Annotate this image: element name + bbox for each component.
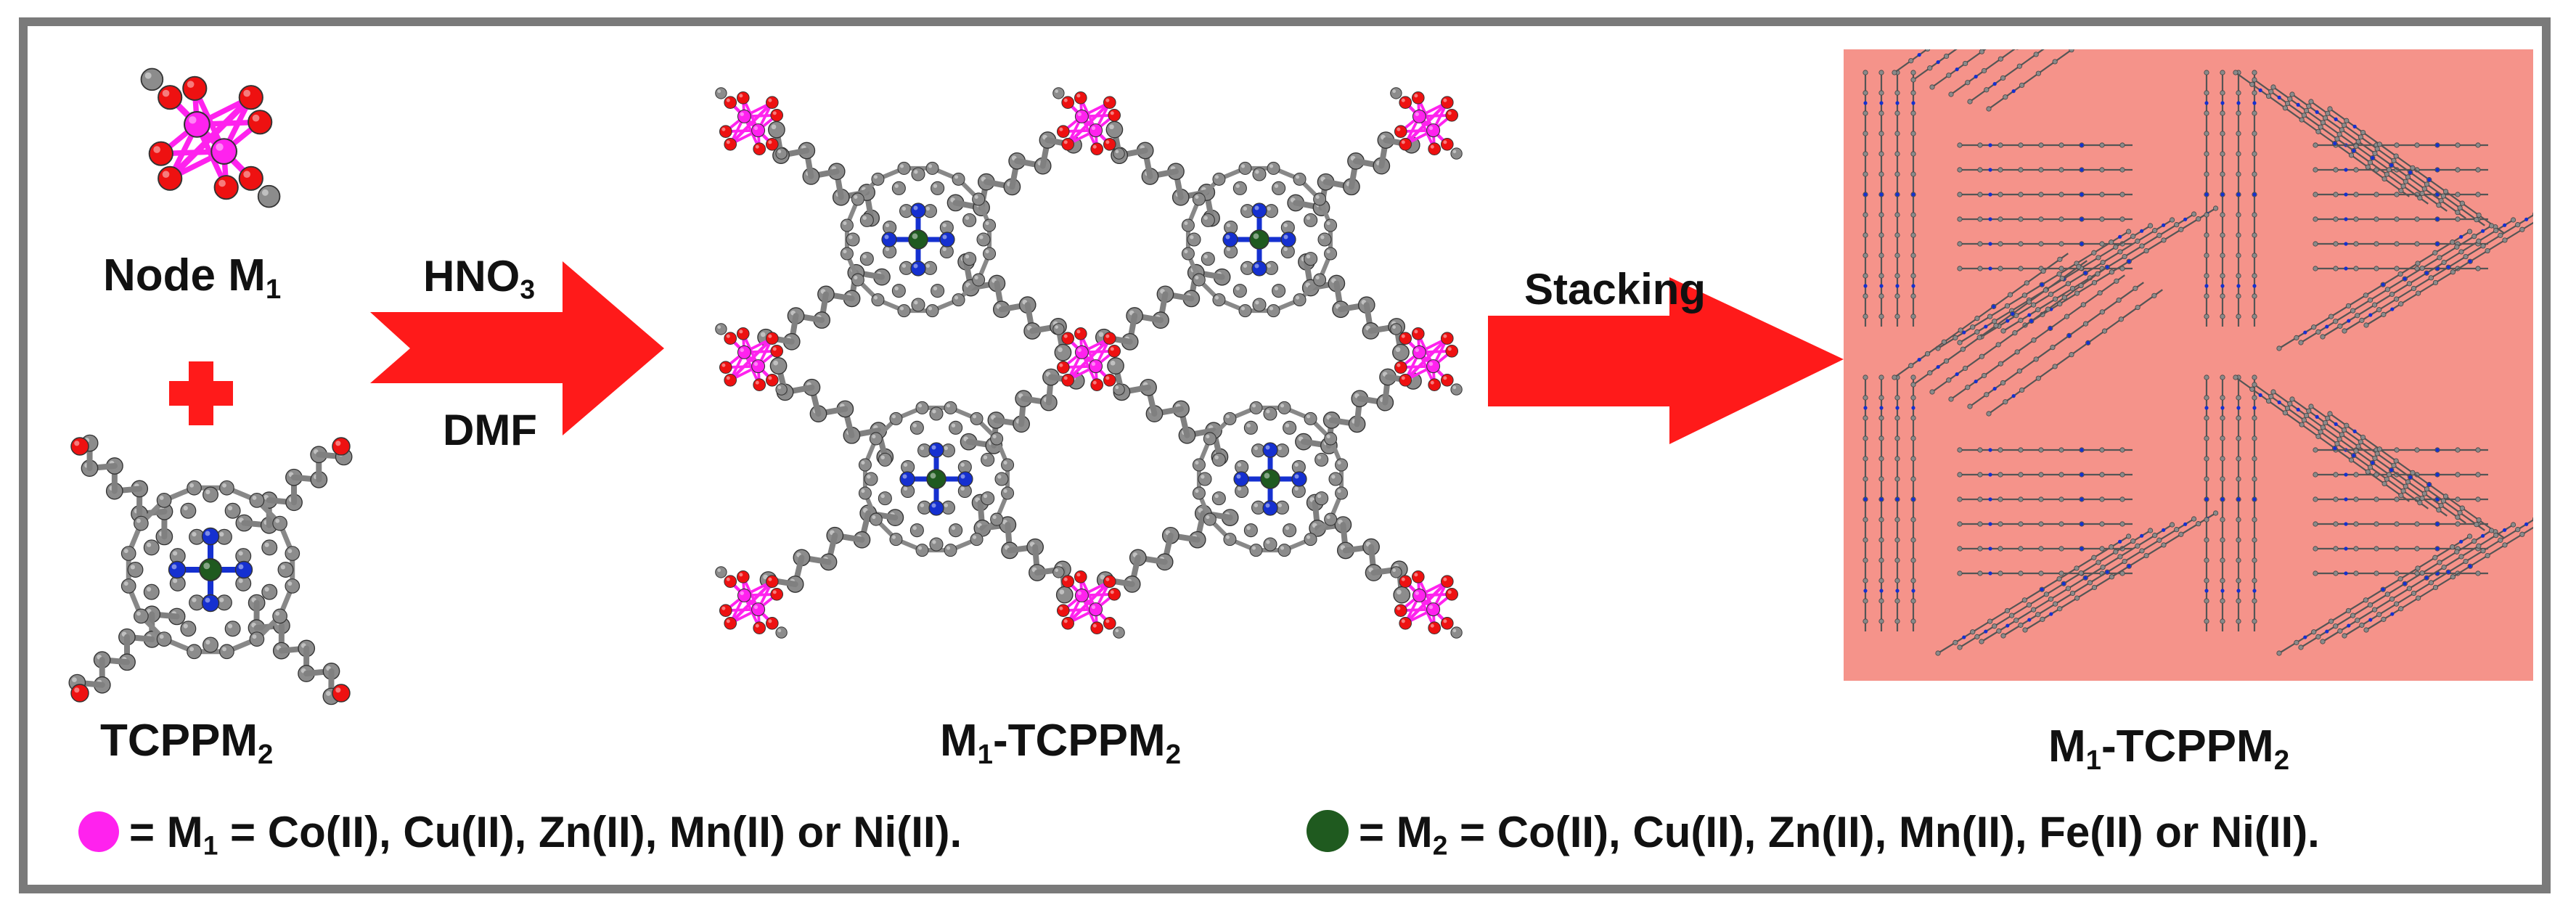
reaction-arrow-icon — [370, 261, 664, 435]
stacking-arrow-icon — [1488, 277, 1844, 444]
node-m1-cluster — [140, 67, 281, 208]
framework-label: M1-TCPPM2 — [940, 716, 1182, 770]
tcppm2-linker-molecule — [68, 434, 353, 705]
legend-m1: = M1 = Co(II), Cu(II), Zn(II), Mn(II) or… — [129, 808, 962, 861]
legend-m2: = M2 = Co(II), Cu(II), Zn(II), Mn(II), F… — [1359, 808, 2320, 861]
arrow1-top-label: HNO3 — [423, 252, 536, 305]
tcppm2-label: TCPPM2 — [100, 716, 274, 770]
node-m1-label: Node M1 — [103, 250, 282, 305]
arrow2-label: Stacking — [1524, 265, 1706, 314]
framework-m1-tcppm2 — [715, 87, 1463, 639]
m1-legend-dot — [78, 811, 119, 852]
m2-legend-dot — [1307, 810, 1349, 852]
stacked-layers-image — [1844, 49, 2533, 681]
plus-sign — [169, 361, 233, 425]
arrow1-bottom-label: DMF — [443, 406, 537, 454]
stacked-label: M1-TCPPM2 — [2048, 721, 2290, 776]
